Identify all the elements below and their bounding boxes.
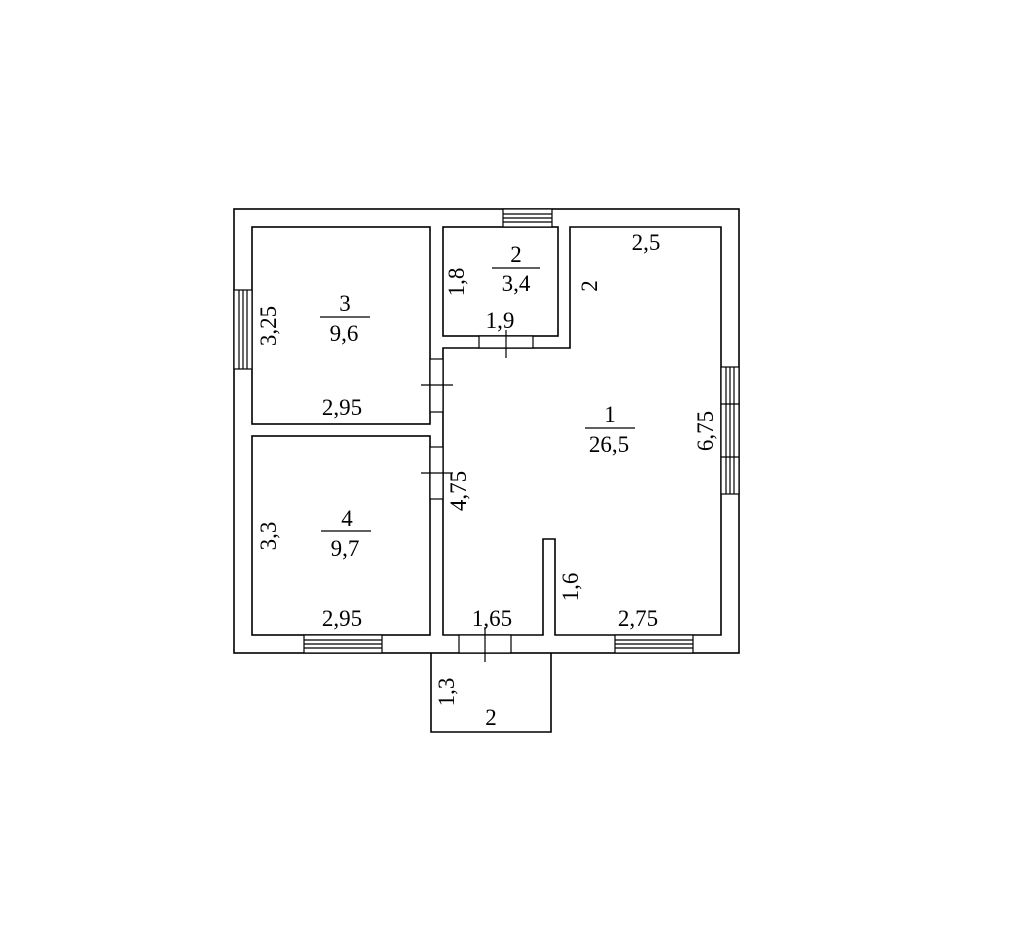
dim-room-2-side: 1,8 [444,268,469,297]
window-bottom-left [303,634,383,654]
window-bottom-right [614,634,694,654]
door-entrance [458,627,512,662]
dim-room-3-bottom: 2,95 [322,395,362,420]
dim-room-1-bottom-left: 1,65 [472,606,512,631]
room-number: 2 [510,242,522,267]
room-area: 26,5 [589,432,629,457]
window-left [233,289,253,370]
dim-room-3-side: 3,25 [256,306,281,346]
door-room-4 [421,446,453,500]
door-room-2 [478,330,534,358]
dim-porch-side: 1,3 [434,678,459,707]
dim-room-1-right: 6,75 [693,411,718,451]
outer-wall [233,208,740,654]
dim-room-4-bottom: 2,95 [322,606,362,631]
room-number: 1 [604,402,616,427]
dim-room-4-side: 3,3 [256,522,281,551]
window-top [502,208,553,228]
room-area: 9,6 [330,321,359,346]
window-right [720,366,740,495]
dim-porch-bottom: 2 [485,705,497,730]
room-number: 4 [341,506,353,531]
dim-room-1-left: 4,75 [446,471,471,511]
room-area: 9,7 [331,536,360,561]
room-3-label: 3 9,6 [320,291,370,346]
room-number: 3 [339,291,351,316]
dim-room-2-bottom: 1,9 [486,308,515,333]
room-2-label: 2 3,4 [492,242,540,296]
room-4-label: 4 9,7 [321,506,371,561]
room-area: 3,4 [502,271,531,296]
dim-room-1-bottom-right: 2,75 [618,606,658,631]
door-room-3 [421,358,453,413]
room-1-label: 1 26,5 [585,402,635,457]
dim-room-1-partition: 1,6 [558,573,583,602]
porch-outline [430,653,552,733]
dim-room-1-upper-left: 2 [577,280,602,292]
dim-room-1-top: 2,5 [632,230,661,255]
